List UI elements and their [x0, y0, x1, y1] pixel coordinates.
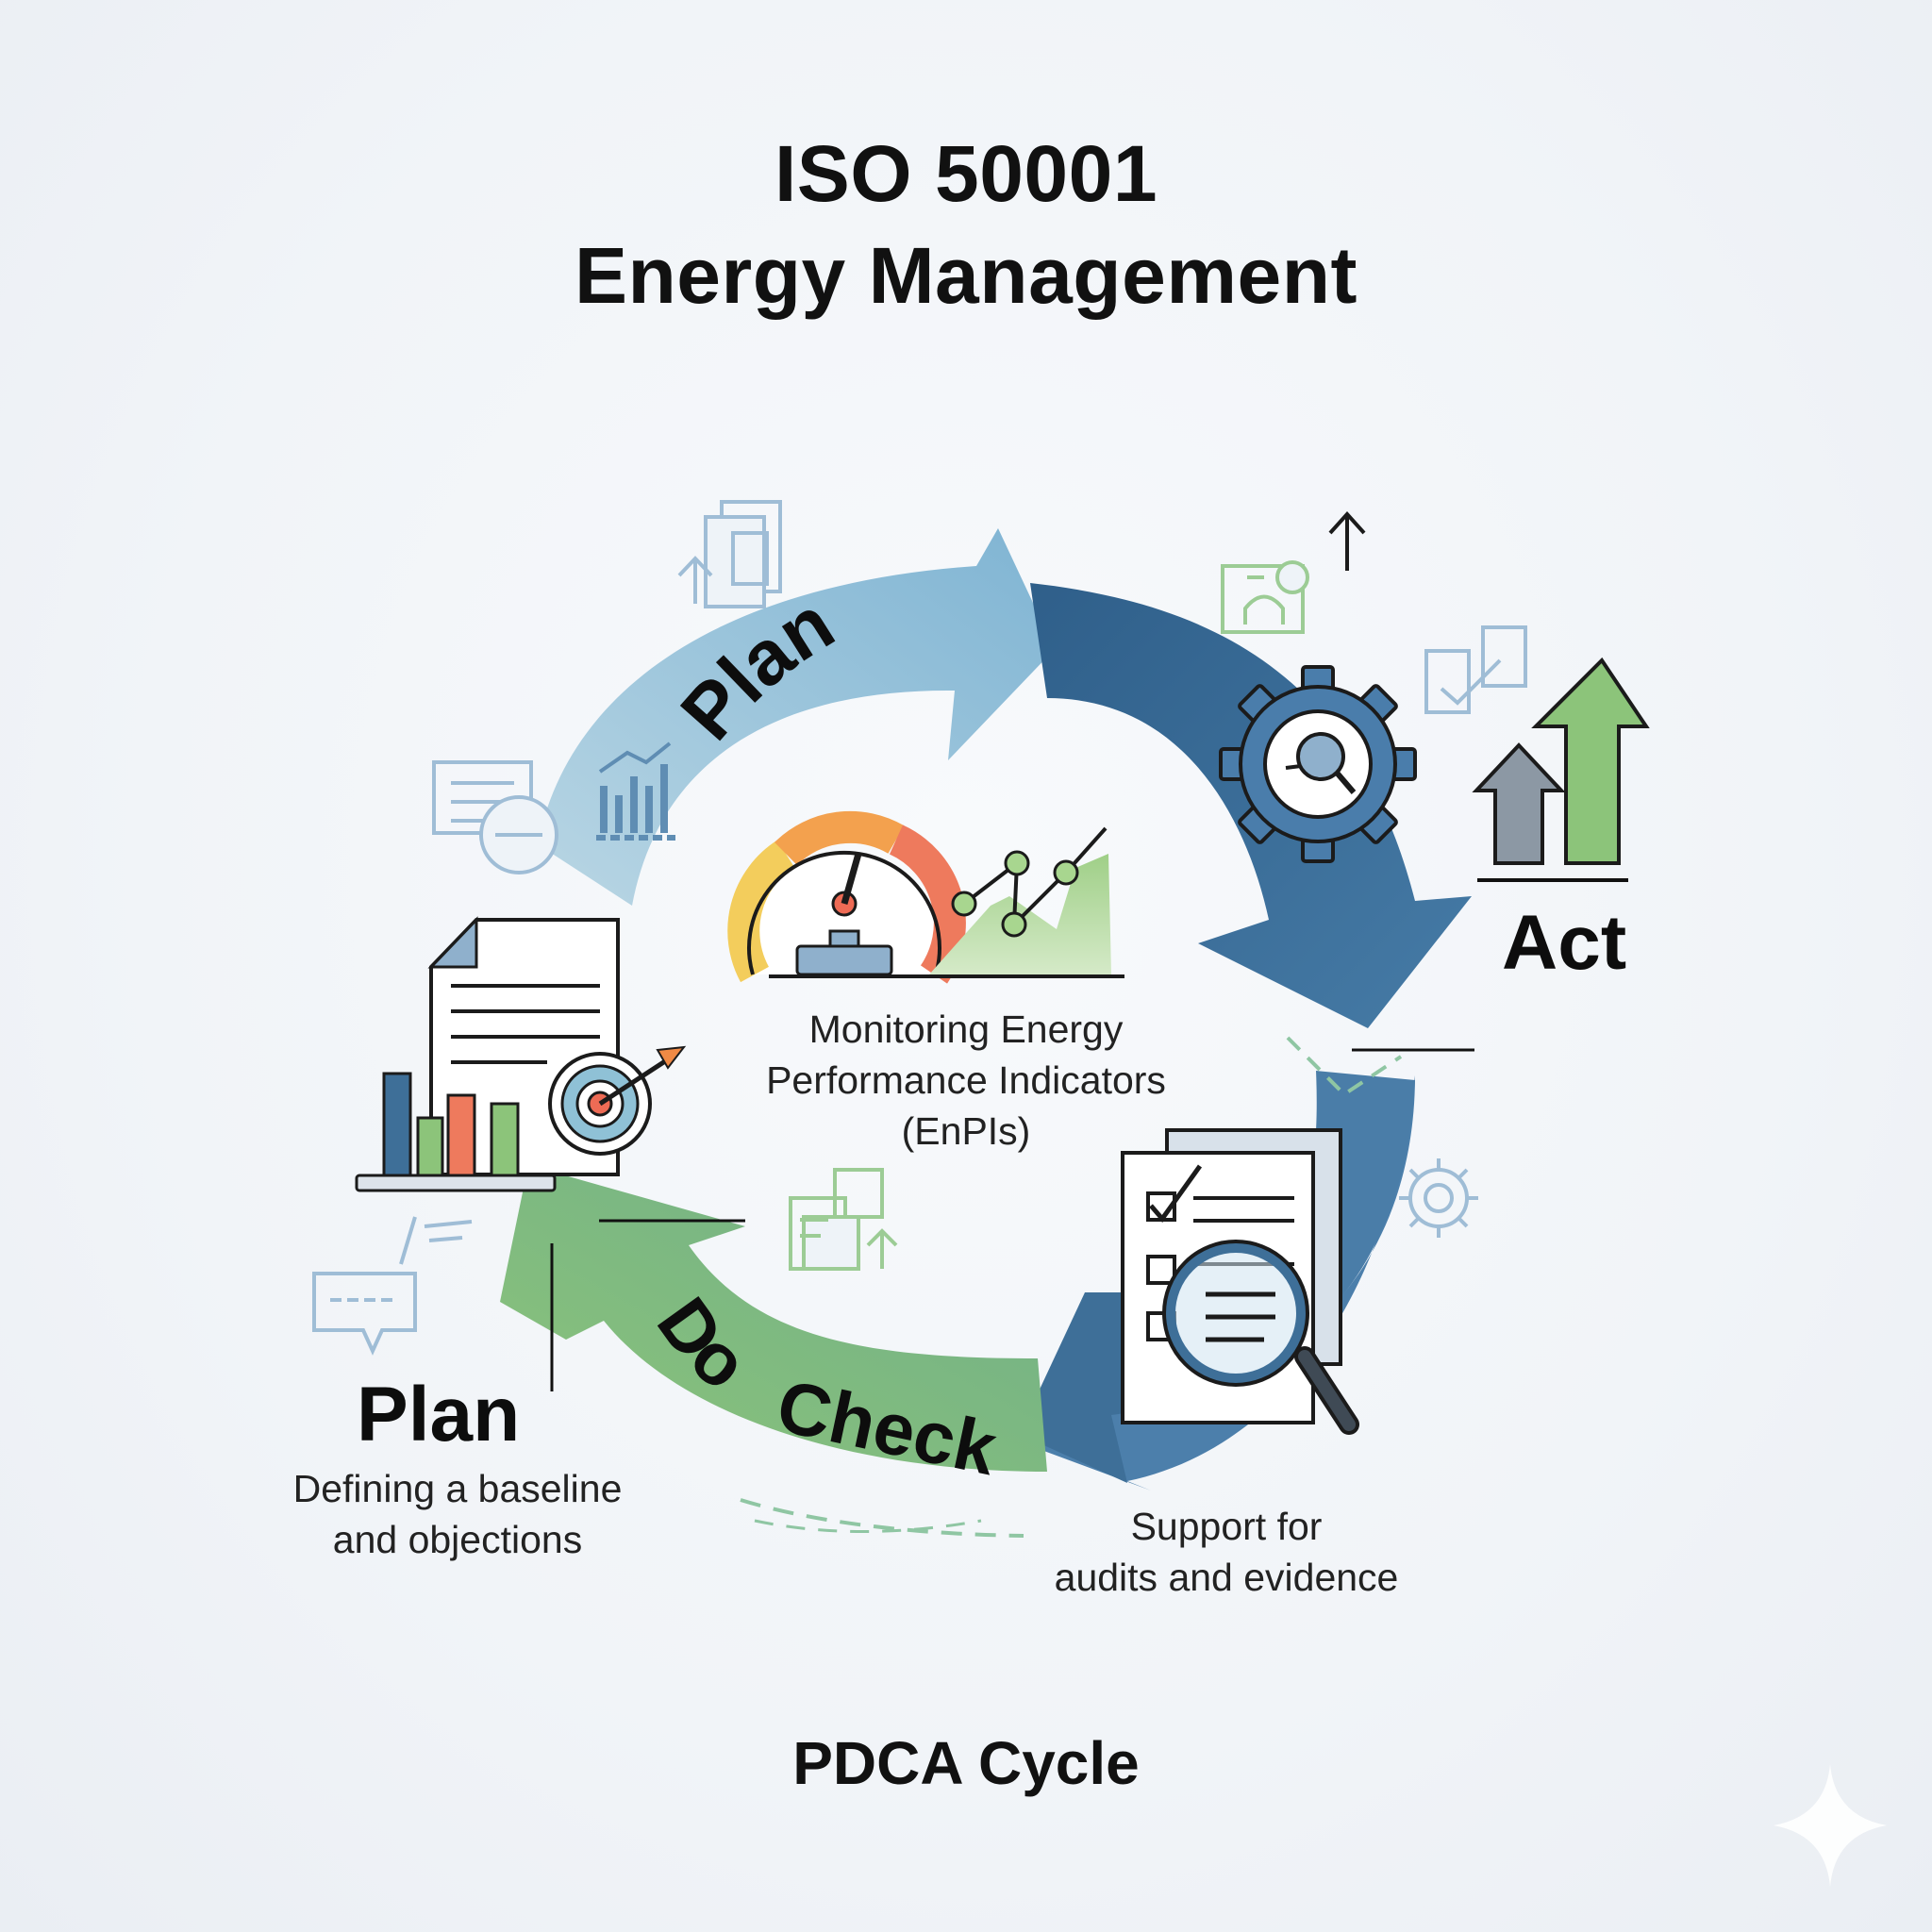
center-description: Monitoring Energy Performance Indicators…: [683, 1004, 1249, 1157]
motion-dash-1: [740, 1498, 1024, 1538]
doc-transfer-icon: [789, 1168, 898, 1271]
growth-arrows-icon: [1472, 657, 1650, 865]
checklist-magnifier-icon: [1121, 1128, 1359, 1435]
check-description-line-1: Support for: [1130, 1505, 1323, 1548]
speedometer-icon: [727, 810, 966, 984]
gear-search-icon: [1219, 665, 1417, 863]
check-description-line-2: audits and evidence: [1054, 1556, 1399, 1599]
title-line-1: ISO 50001: [774, 129, 1158, 218]
image-upload-icon: [1221, 560, 1309, 634]
plan-description-line-1: Defining a baseline: [292, 1467, 623, 1510]
check-description: Support for audits and evidence: [981, 1501, 1472, 1603]
footer-caption: PDCA Cycle: [792, 1729, 1140, 1797]
sparkle-icon: [1774, 1764, 1887, 1887]
trend-chart-icon: [769, 826, 1124, 978]
center-description-line-1: Monitoring Energy: [808, 1008, 1124, 1051]
bar-chart-icon: [596, 741, 675, 841]
document-upload-icon: [677, 500, 782, 608]
act-label: Act: [1502, 900, 1626, 986]
plan-description: Defining a baseline and objections: [236, 1463, 679, 1565]
motion-dash-2: [754, 1519, 982, 1533]
plan-description-line-2: and objections: [332, 1518, 583, 1561]
chat-edit-icon: [312, 1216, 473, 1356]
report-target-icon: [355, 916, 687, 1192]
gear-icon: [1399, 1158, 1478, 1238]
plan-bottom-label: Plan: [357, 1372, 520, 1457]
up-arrow-icon: [1328, 511, 1366, 571]
center-description-line-2: Performance Indicators: [766, 1058, 1166, 1102]
clipboard-icon: [432, 760, 558, 874]
do-arrow: [500, 1165, 1047, 1472]
sync-check-icon: [1424, 625, 1527, 714]
center-description-line-3: (EnPIs): [901, 1109, 1031, 1153]
motion-dash-3: [1286, 1036, 1403, 1097]
title-line-2: Energy Management: [574, 231, 1358, 320]
